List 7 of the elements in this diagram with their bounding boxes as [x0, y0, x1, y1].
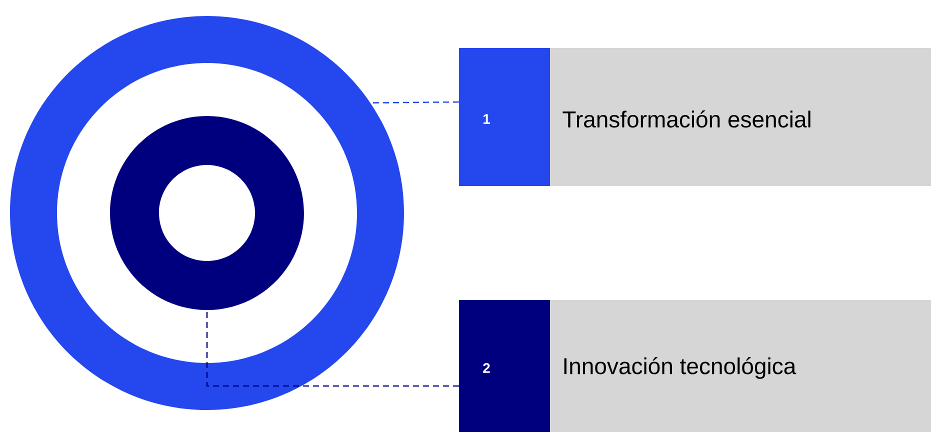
- leader-line: [370, 101, 460, 104]
- ring: [110, 116, 304, 310]
- leader-line: [206, 310, 459, 387]
- label-box: Innovación tecnológica: [550, 300, 931, 432]
- label-box: Transformación esencial: [550, 48, 931, 186]
- number-box: 1: [459, 48, 550, 186]
- number-box: 2: [459, 300, 550, 432]
